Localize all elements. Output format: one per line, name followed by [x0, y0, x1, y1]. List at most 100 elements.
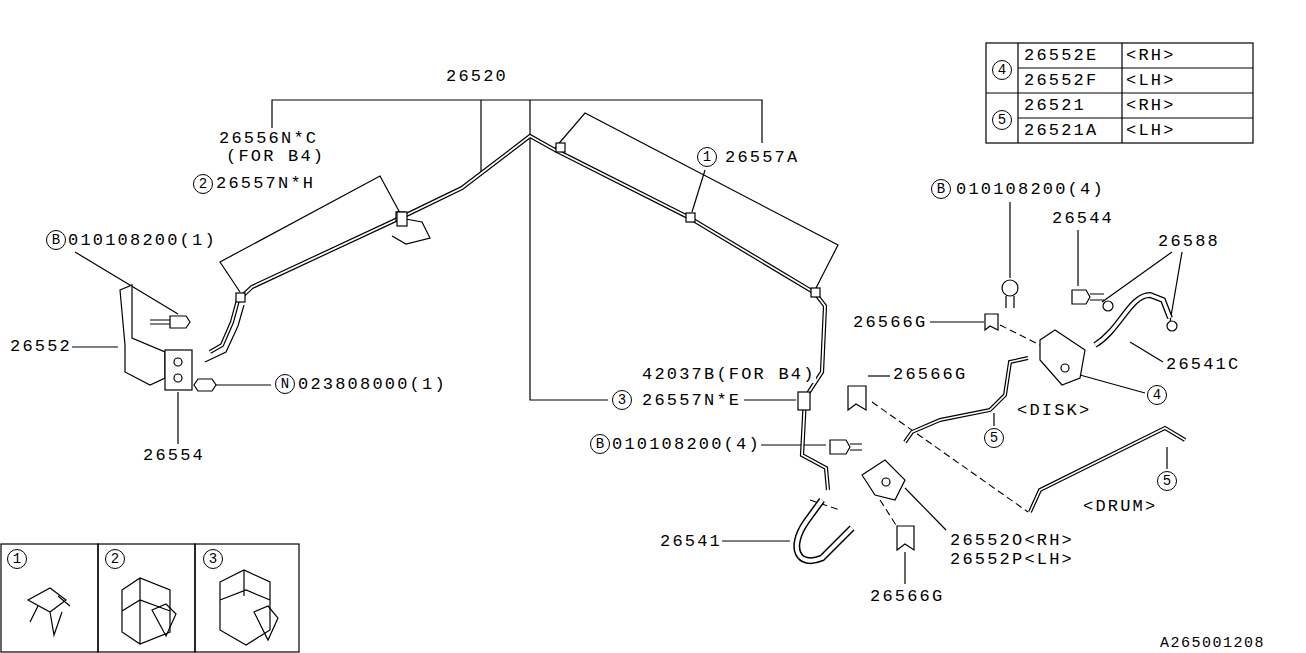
- leader-line: [930, 321, 984, 322]
- table-cell: <RH>: [1126, 97, 1176, 114]
- note: <DRUM>: [1083, 498, 1157, 515]
- leader-line: [692, 170, 705, 212]
- bolt: [850, 444, 862, 450]
- clip-type-panel: [1, 544, 98, 652]
- leader-line: [1077, 230, 1078, 286]
- part-number: 26552O<RH>: [950, 532, 1074, 549]
- brake-bracket: [882, 478, 890, 486]
- leader-line: [530, 100, 608, 400]
- pipe-clip: [236, 293, 245, 302]
- table-cell: 26521: [1024, 97, 1086, 114]
- leader-line: [70, 100, 1182, 584]
- drawing-code: A265001208: [1160, 636, 1265, 651]
- brake-bracket: [174, 374, 182, 382]
- part-number: 26552: [10, 338, 72, 355]
- leader-line: [214, 384, 271, 385]
- pipe-clip: [985, 314, 998, 330]
- callout-number: 3: [203, 549, 223, 569]
- brake-hose: [1095, 295, 1170, 345]
- part-number: 010108200(4): [956, 181, 1105, 198]
- brake-hose: [797, 500, 852, 561]
- pipe-clip: [897, 526, 914, 550]
- bolt: [1090, 294, 1104, 300]
- note: <DISK>: [1017, 402, 1091, 419]
- part-number: 010108200(4): [612, 436, 761, 453]
- part-number: 42037B(FOR B4): [642, 366, 816, 383]
- leader-line: [555, 113, 838, 290]
- leader-line: [1170, 252, 1182, 322]
- brake-bracket: [165, 350, 192, 390]
- part-number: 26557A: [725, 149, 799, 166]
- assembly-line: [1000, 325, 1040, 345]
- pipe-clip: [556, 143, 565, 152]
- note: (FOR B4): [226, 148, 325, 165]
- clip-type-panel: [152, 604, 176, 636]
- bolt: [194, 379, 216, 391]
- leader-line: [480, 100, 481, 172]
- callout-number: 2: [193, 174, 213, 194]
- leader-line: [70, 346, 118, 347]
- clip-type-panel: [98, 544, 195, 652]
- callout-number: 2: [105, 549, 125, 569]
- pipe-clip: [686, 213, 695, 222]
- bolt: [1167, 321, 1177, 331]
- leader-line: [220, 176, 400, 292]
- callout-letter: N: [275, 374, 295, 394]
- leader-line: [904, 552, 905, 584]
- bolt: [1006, 296, 1014, 308]
- table-grid: [986, 43, 1253, 143]
- callout-number: 4: [992, 60, 1012, 80]
- callout-number: 4: [1147, 385, 1167, 405]
- bolt: [1072, 290, 1090, 304]
- part-number: 26552P<LH>: [950, 551, 1074, 568]
- part-number: 26588: [1158, 233, 1220, 250]
- part-number: 26541: [660, 533, 722, 550]
- part-number: 26544: [1052, 210, 1114, 227]
- clip-type-panel: [1, 544, 299, 652]
- clip-type-panel: [220, 570, 270, 645]
- brake-pipe: [210, 136, 828, 490]
- callout-letter: B: [590, 434, 610, 454]
- pipe-clip: [397, 212, 407, 226]
- brake-bracket: [862, 460, 905, 500]
- brake-hose: [797, 500, 852, 561]
- leader-line: [1009, 202, 1010, 278]
- bolt: [170, 316, 190, 328]
- leader-line: [1166, 447, 1167, 469]
- leader-line: [905, 488, 946, 530]
- leader-line: [1130, 342, 1163, 362]
- leader-line: [1080, 375, 1145, 393]
- brake-pipe: [205, 305, 244, 362]
- part-number: 26566G: [853, 314, 927, 331]
- part-number: 26557N*E: [642, 392, 741, 409]
- brake-bracket: [1040, 330, 1085, 385]
- leader-line: [993, 413, 994, 426]
- callout-number: 3: [612, 390, 632, 410]
- pipe-clip: [848, 386, 866, 410]
- leader-line: [868, 375, 890, 376]
- bolt: [1002, 280, 1018, 296]
- clip-type-panel: [28, 588, 70, 635]
- table-cell: <RH>: [1126, 47, 1176, 64]
- leader-line: [1102, 252, 1172, 302]
- table-grid: [986, 43, 1253, 143]
- bolt: [830, 440, 850, 454]
- table-cell: 26552E: [1024, 47, 1098, 64]
- brake-bracket: [1061, 364, 1069, 372]
- part-number: 023808000(1): [298, 376, 447, 393]
- part-number: 26541C: [1166, 356, 1240, 373]
- leader-line: [744, 399, 796, 400]
- bolt: [1103, 301, 1113, 311]
- bolt: [150, 280, 1177, 454]
- leader-line: [760, 444, 826, 445]
- leader-line: [272, 100, 762, 143]
- brake-pipe: [210, 136, 828, 490]
- part-number: 26566G: [870, 588, 944, 605]
- brake-hose: [797, 295, 1170, 561]
- pipe-clip: [236, 143, 998, 550]
- brake-bracket: [120, 285, 165, 385]
- clip-type-panel: [195, 544, 299, 652]
- part-number: 26554: [143, 447, 205, 464]
